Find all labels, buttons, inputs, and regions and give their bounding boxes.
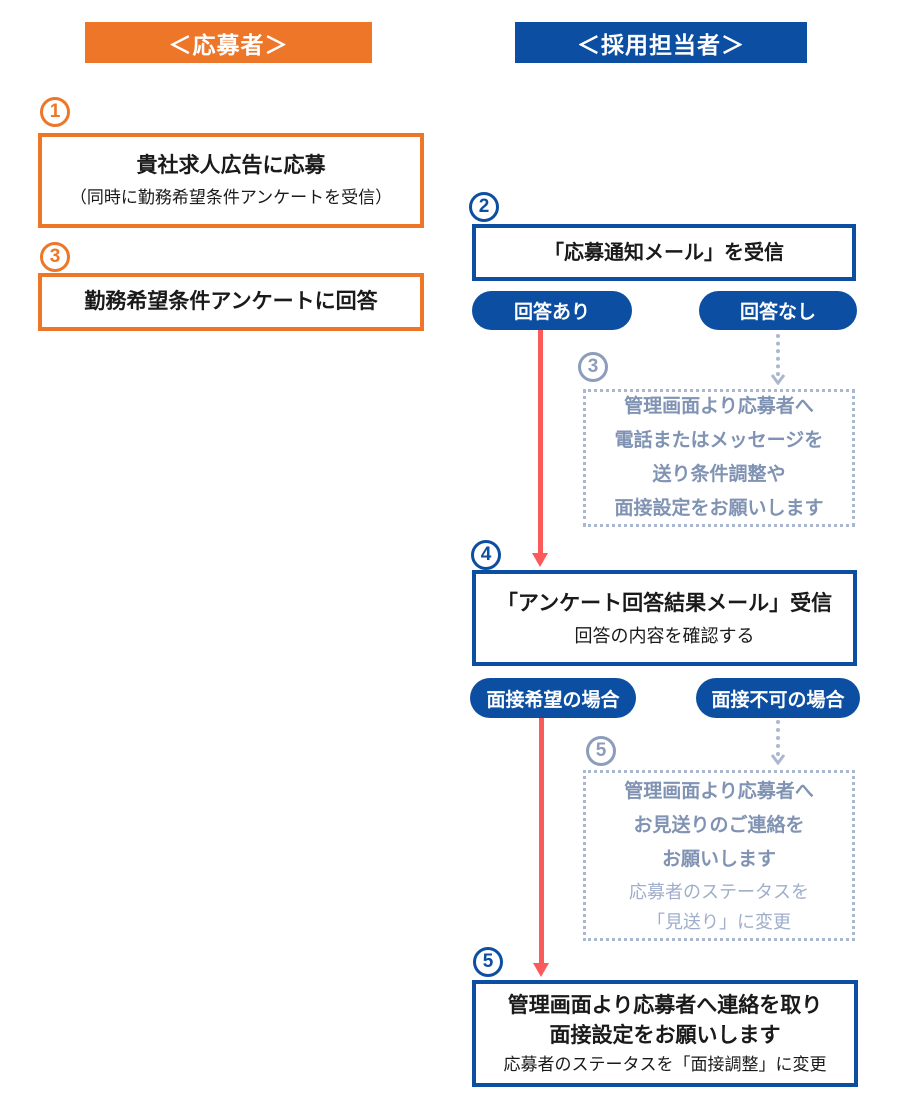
dotted-arrow-line-2 bbox=[776, 720, 780, 756]
step3-answer-survey-title: 勤務希望条件アンケートに回答 bbox=[84, 290, 378, 313]
dotted-chevron-down-icon-2 bbox=[770, 754, 786, 765]
red-arrow-line-1 bbox=[538, 330, 543, 554]
step3-no-answer-number-badge: 3 bbox=[578, 352, 608, 382]
applicant-column-header: ＜応募者＞ bbox=[85, 22, 372, 63]
step5-decline-dashed-box: 管理画面より応募者へ お見送りのご連絡を お願いします 応募者のステータスを 「… bbox=[583, 770, 855, 941]
answer-no-pill: 回答なし bbox=[699, 291, 857, 330]
step2-notification-mail-box: 「応募通知メール」を受信 bbox=[472, 224, 856, 281]
step2-number-badge: 2 bbox=[469, 192, 499, 222]
step3-no-answer-dashed-box: 管理画面より応募者へ 電話またはメッセージを 送り条件調整や 面接設定をお願いし… bbox=[583, 389, 855, 527]
step1-subtitle: （同時に勤務希望条件アンケートを受信） bbox=[69, 188, 393, 207]
step3-applicant-number-badge: 3 bbox=[40, 242, 70, 272]
dotted-chevron-down-icon bbox=[770, 374, 786, 385]
step5-decline-text: 管理画面より応募者へ お見送りのご連絡を お願いします bbox=[624, 780, 814, 870]
interview-wanted-pill: 面接希望の場合 bbox=[470, 678, 636, 718]
step1-number-badge: 1 bbox=[40, 97, 70, 127]
step3-answer-survey-box: 勤務希望条件アンケートに回答 bbox=[38, 273, 424, 331]
step4-survey-result-box: 「アンケート回答結果メール」受信 回答の内容を確認する bbox=[472, 570, 857, 666]
step5-decline-number-badge: 5 bbox=[586, 736, 616, 766]
step4-title: 「アンケート回答結果メール」受信 bbox=[496, 591, 833, 615]
red-arrow-line-2 bbox=[539, 718, 544, 964]
step5-interview-title: 管理画面より応募者へ連絡を取り 面接設定をお願いします bbox=[507, 993, 823, 1047]
step5-interview-subtitle: 応募者のステータスを「面接調整」に変更 bbox=[503, 1054, 827, 1074]
recruiter-column-header: ＜採用担当者＞ bbox=[515, 22, 807, 63]
step2-title: 「応募通知メール」を受信 bbox=[544, 241, 784, 264]
step1-title: 貴社求人広告に応募 bbox=[136, 154, 326, 177]
step4-subtitle: 回答の内容を確認する bbox=[574, 625, 755, 646]
answer-yes-pill: 回答あり bbox=[472, 291, 632, 330]
dotted-arrow-line-1 bbox=[776, 334, 780, 376]
step3-no-answer-text: 管理画面より応募者へ 電話またはメッセージを 送り条件調整や 面接設定をお願いし… bbox=[614, 396, 824, 519]
step4-number-badge: 4 bbox=[471, 540, 501, 570]
red-arrow-down-icon-2 bbox=[533, 963, 549, 977]
interview-declined-pill: 面接不可の場合 bbox=[696, 678, 860, 718]
step5-decline-status-note: 応募者のステータスを 「見送り」に変更 bbox=[629, 881, 809, 932]
red-arrow-down-icon bbox=[532, 553, 548, 567]
step5-interview-setup-box: 管理画面より応募者へ連絡を取り 面接設定をお願いします 応募者のステータスを「面… bbox=[472, 980, 858, 1087]
step1-apply-box: 貴社求人広告に応募 （同時に勤務希望条件アンケートを受信） bbox=[38, 133, 424, 228]
step5-interview-number-badge: 5 bbox=[473, 947, 503, 977]
